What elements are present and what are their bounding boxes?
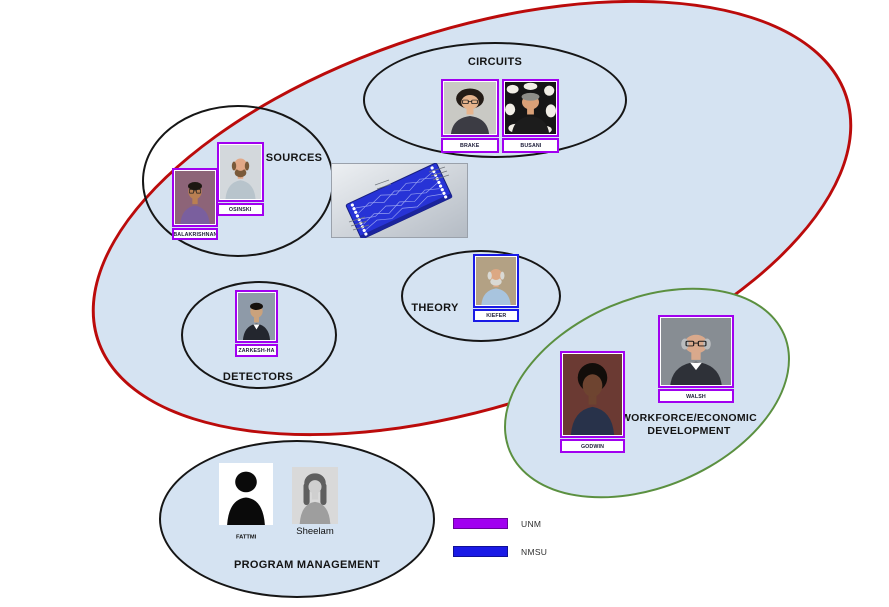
- program-management-label: PROGRAM MANAGEMENT: [234, 559, 380, 571]
- member-name-tag-busani: BUSANI: [502, 138, 559, 153]
- member-photo-fattmi: [219, 463, 273, 525]
- member-name-sheelam: Sheelam: [296, 526, 334, 537]
- photonic-chip-image: [331, 162, 468, 240]
- member-photo-godwin: [560, 351, 625, 438]
- legend-swatch-unm: [453, 518, 508, 529]
- member-name-tag-balakrishnan: BALAKRISHNAN: [172, 228, 218, 240]
- member-photo-sheelam: [292, 467, 338, 524]
- member-name-tag-osinski: OSINSKI: [217, 203, 264, 216]
- member-photo-kiefer: [473, 254, 519, 308]
- member-photo-osinski: [217, 142, 264, 202]
- member-photo-zarkesh-ha: [235, 290, 278, 343]
- member-name-tag-kiefer: KIEFER: [473, 309, 519, 322]
- theory-ellipse: [401, 250, 561, 342]
- detectors-ellipse: [181, 281, 337, 389]
- workforce-label: WORKFORCE/ECONOMIC DEVELOPMENT: [620, 412, 758, 438]
- member-name-fattmi: FATTMI: [235, 533, 257, 540]
- member-name-tag-brake: BRAKE: [441, 138, 499, 153]
- theory-label: THEORY: [411, 302, 459, 314]
- legend-label-unm: UNM: [521, 519, 542, 529]
- member-photo-busani: [502, 79, 559, 137]
- legend-label-nmsu: NMSU: [521, 547, 548, 557]
- member-name-tag-walsh: WALSH: [658, 389, 734, 403]
- circuits-ellipse: [363, 42, 627, 158]
- sources-label: SOURCES: [265, 152, 323, 164]
- member-name-tag-godwin: GODWIN: [560, 439, 625, 453]
- legend-swatch-nmsu: [453, 546, 508, 557]
- member-name-tag-zarkesh-ha: ZARKESH-HA: [235, 344, 278, 357]
- member-photo-balakrishnan: [172, 168, 218, 227]
- member-photo-brake: [441, 79, 499, 137]
- circuits-label: CIRCUITS: [467, 56, 523, 68]
- detectors-label: DETECTORS: [222, 371, 294, 383]
- member-photo-walsh: [658, 315, 734, 388]
